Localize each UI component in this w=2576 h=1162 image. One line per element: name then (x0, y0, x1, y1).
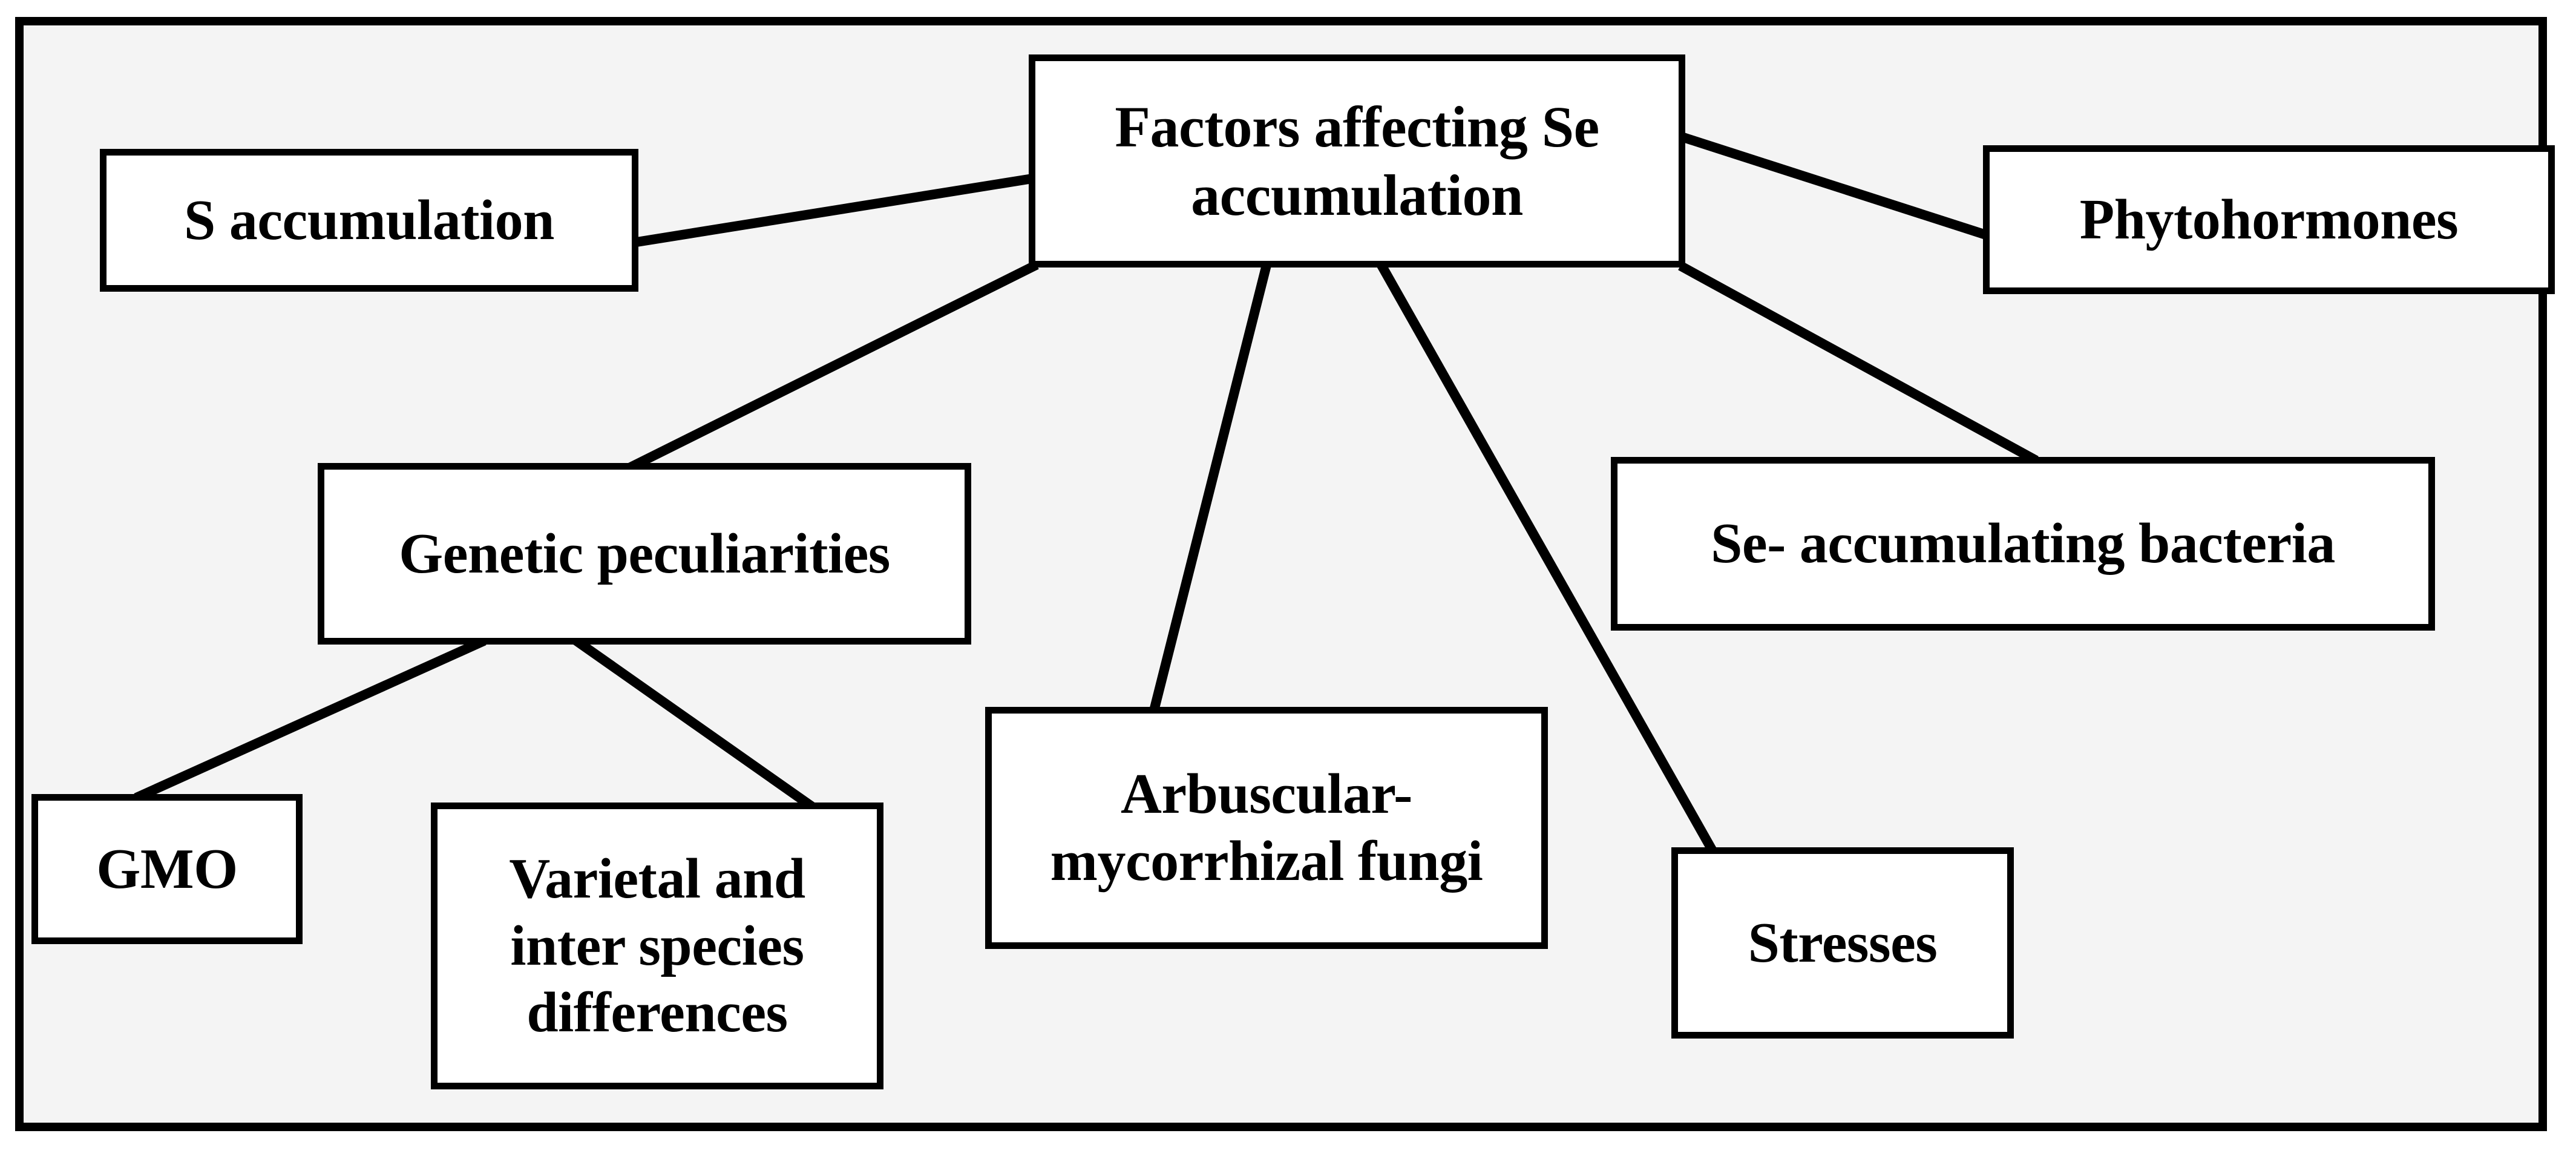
node-gmo[interactable]: GMO (31, 794, 303, 944)
node-label: Factors affecting Se accumulation (1115, 94, 1599, 228)
node-label: Phytohormones (2079, 188, 2459, 251)
node-label: Genetic peculiarities (399, 522, 890, 585)
node-label: Varietal and inter species differences (509, 847, 805, 1045)
node-label: Stresses (1748, 911, 1938, 974)
node-label: Se- accumulating bacteria (1711, 512, 2335, 576)
node-varietal-and-inter-species-differences[interactable]: Varietal and inter species differences (431, 803, 883, 1089)
node-label: Arbuscular- mycorrhizal fungi (1050, 763, 1483, 893)
node-stresses[interactable]: Stresses (1671, 847, 2014, 1039)
node-phytohormones[interactable]: Phytohormones (1983, 145, 2555, 294)
node-label: S accumulation (184, 188, 554, 252)
node-se-accumulating-bacteria[interactable]: Se- accumulating bacteria (1611, 457, 2435, 631)
node-s-accumulation[interactable]: S accumulation (100, 149, 638, 292)
node-label: GMO (96, 837, 238, 901)
node-factors-affecting-se-accumulation[interactable]: Factors affecting Se accumulation (1029, 54, 1685, 268)
node-arbuscular-mycorrhizal-fungi[interactable]: Arbuscular- mycorrhizal fungi (985, 707, 1548, 949)
node-genetic-peculiarities[interactable]: Genetic peculiarities (318, 463, 971, 645)
